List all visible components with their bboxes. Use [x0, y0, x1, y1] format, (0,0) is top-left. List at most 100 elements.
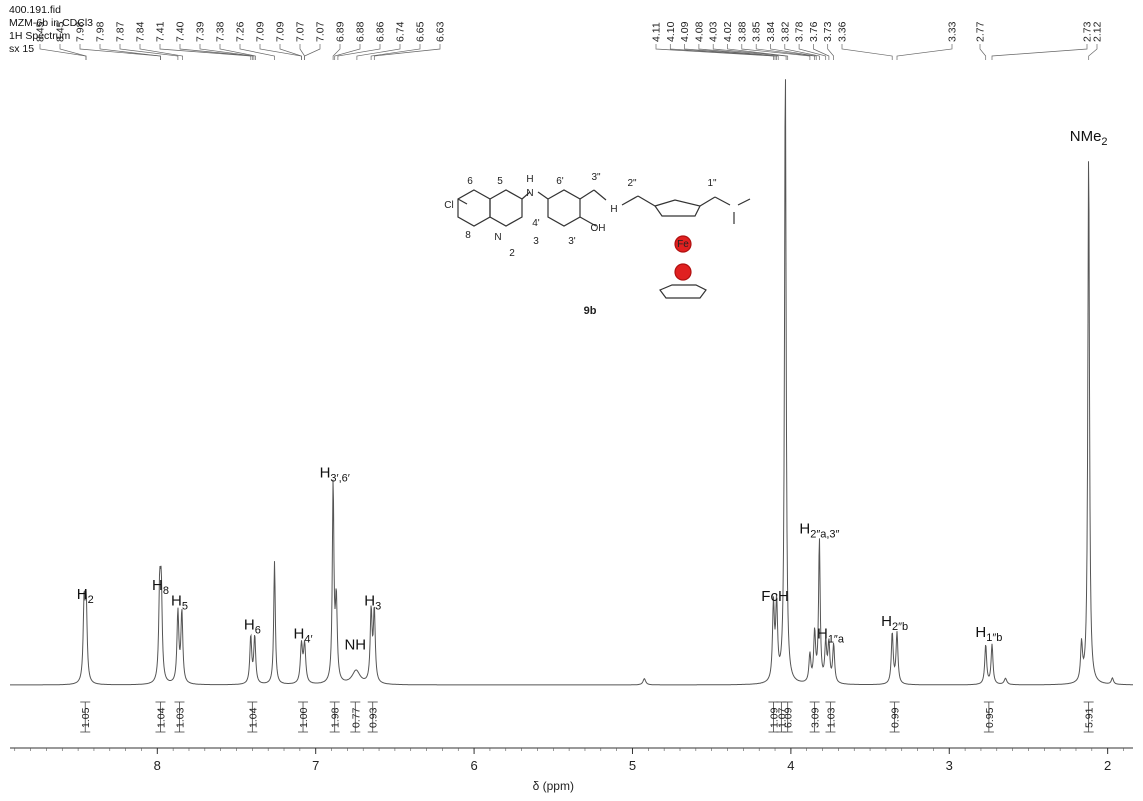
ppm-peak-label: 3.85	[751, 21, 763, 42]
x-axis-tick-label: 3	[946, 758, 953, 773]
phenol-ring-shape	[547, 189, 581, 227]
ppm-peak-label: 7.87	[115, 21, 127, 42]
ppm-peak-label: 3.88	[736, 21, 748, 42]
cp-ring-upper	[654, 199, 701, 217]
ppm-connector	[279, 44, 302, 60]
ppm-peak-label: 7.41	[155, 21, 167, 42]
ppm-connector	[334, 44, 361, 60]
integral-value: 0.77	[350, 707, 362, 728]
ppm-connector	[991, 44, 1088, 60]
peak-annotation: H3′,6′	[320, 465, 350, 485]
ppm-peak-label: 6.65	[415, 21, 427, 42]
amine-bond-right	[537, 191, 549, 200]
ppm-connector	[784, 44, 820, 60]
ppm-connector	[979, 44, 987, 60]
peak-annotation: H2″b	[881, 613, 908, 633]
ppm-connector	[684, 44, 777, 60]
ppm-connector	[239, 44, 275, 60]
ppm-connector	[219, 44, 256, 60]
ppm-peak-label: 7.26	[235, 21, 247, 42]
ppm-connector	[59, 44, 87, 60]
ppm-connector	[669, 44, 776, 60]
x-axis-tick-label: 4	[787, 758, 794, 773]
integral-value: 0.99	[890, 707, 902, 728]
ppm-peak-label: 4.10	[665, 21, 677, 42]
ppm-peak-label: 4.11	[651, 22, 663, 42]
structure-atom-label: N	[526, 188, 533, 199]
integral-value: 3.09	[810, 707, 822, 728]
meta-sample: MZM-6b in CDCl3	[9, 17, 94, 29]
ppm-connector	[179, 44, 253, 60]
ppm-connector	[332, 44, 341, 60]
ppm-connector	[370, 44, 421, 60]
ppm-peak-label: 3.76	[808, 21, 820, 42]
ppm-connector	[727, 44, 789, 60]
ppm-connector	[1088, 44, 1098, 60]
ppm-connector	[813, 44, 830, 60]
quinoline-ring-system	[457, 189, 549, 227]
ppm-peak-label: 7.09	[255, 21, 267, 42]
cp-ring-lower	[659, 284, 707, 299]
ppm-connector	[698, 44, 779, 60]
x-axis-tick-label: 5	[629, 758, 636, 773]
ppm-connector	[139, 44, 183, 60]
peak-annotation: NH	[344, 637, 366, 654]
structure-atom-label: 6'	[556, 176, 564, 187]
ppm-peak-label: 7.38	[215, 21, 227, 42]
ppm-peak-label: 6.74	[395, 21, 407, 42]
ppm-connector	[39, 44, 87, 60]
meta-scale: sx 15	[9, 43, 35, 55]
ppm-connector	[119, 44, 179, 60]
integral-value: 5.91	[1084, 707, 1096, 728]
ppm-connector	[99, 44, 161, 60]
iron-atom-icon	[674, 235, 692, 253]
integral-value: 0.95	[984, 707, 996, 728]
ppm-peak-label: 4.08	[693, 21, 705, 42]
ppm-peak-label: 2.77	[975, 21, 987, 42]
ppm-connector	[896, 44, 953, 60]
peak-annotation: H2	[77, 586, 94, 606]
peak-annotation: H3	[364, 592, 381, 612]
integral-value: 1.04	[156, 707, 168, 728]
ppm-connector	[770, 44, 817, 60]
ppm-connector	[337, 44, 381, 60]
spectrum-line	[10, 79, 1133, 686]
structure-atom-label: H	[526, 174, 533, 185]
ppm-peak-label: 7.40	[175, 21, 187, 42]
ppm-connector	[712, 44, 787, 60]
ppm-peak-label: 2.12	[1092, 21, 1104, 42]
ppm-peak-label: 2.73	[1082, 21, 1094, 42]
integral-value: 1.00	[298, 707, 310, 728]
structure-atom-label: 1"	[707, 178, 717, 189]
x-axis-tick-label: 2	[1104, 758, 1111, 773]
ppm-peak-label: 4.02	[722, 21, 734, 42]
structure-atom-label: Fe	[677, 239, 689, 250]
ppm-connector	[356, 44, 401, 60]
ppm-connector	[841, 44, 893, 60]
ppm-peak-label: 6.86	[375, 21, 387, 42]
peak-annotation: NMe2	[1070, 128, 1108, 148]
ppm-connector	[299, 44, 305, 60]
ppm-connector	[199, 44, 255, 60]
ch2-cp-bond	[637, 195, 656, 207]
cyclopentadienyl-top	[654, 196, 751, 224]
integral-value: 1.09	[768, 707, 780, 728]
chemical-structure	[457, 189, 751, 299]
oh-bond	[579, 216, 597, 227]
structure-atom-label: N	[494, 232, 501, 243]
integral-value: 1.03	[826, 707, 838, 728]
ppm-connector	[304, 44, 321, 60]
structure-atom-label: 5	[497, 176, 503, 187]
ppm-peak-label: 8.45	[55, 21, 67, 42]
structure-atom-label: H	[610, 204, 617, 215]
ch2-3-bond	[579, 189, 595, 200]
ppm-peak-label: 3.36	[837, 21, 849, 42]
compound-id: 9b	[584, 305, 597, 317]
spectrum-trace-group	[10, 79, 1133, 686]
phenol-ring	[547, 189, 656, 227]
ppm-peak-label: 7.07	[315, 21, 327, 42]
